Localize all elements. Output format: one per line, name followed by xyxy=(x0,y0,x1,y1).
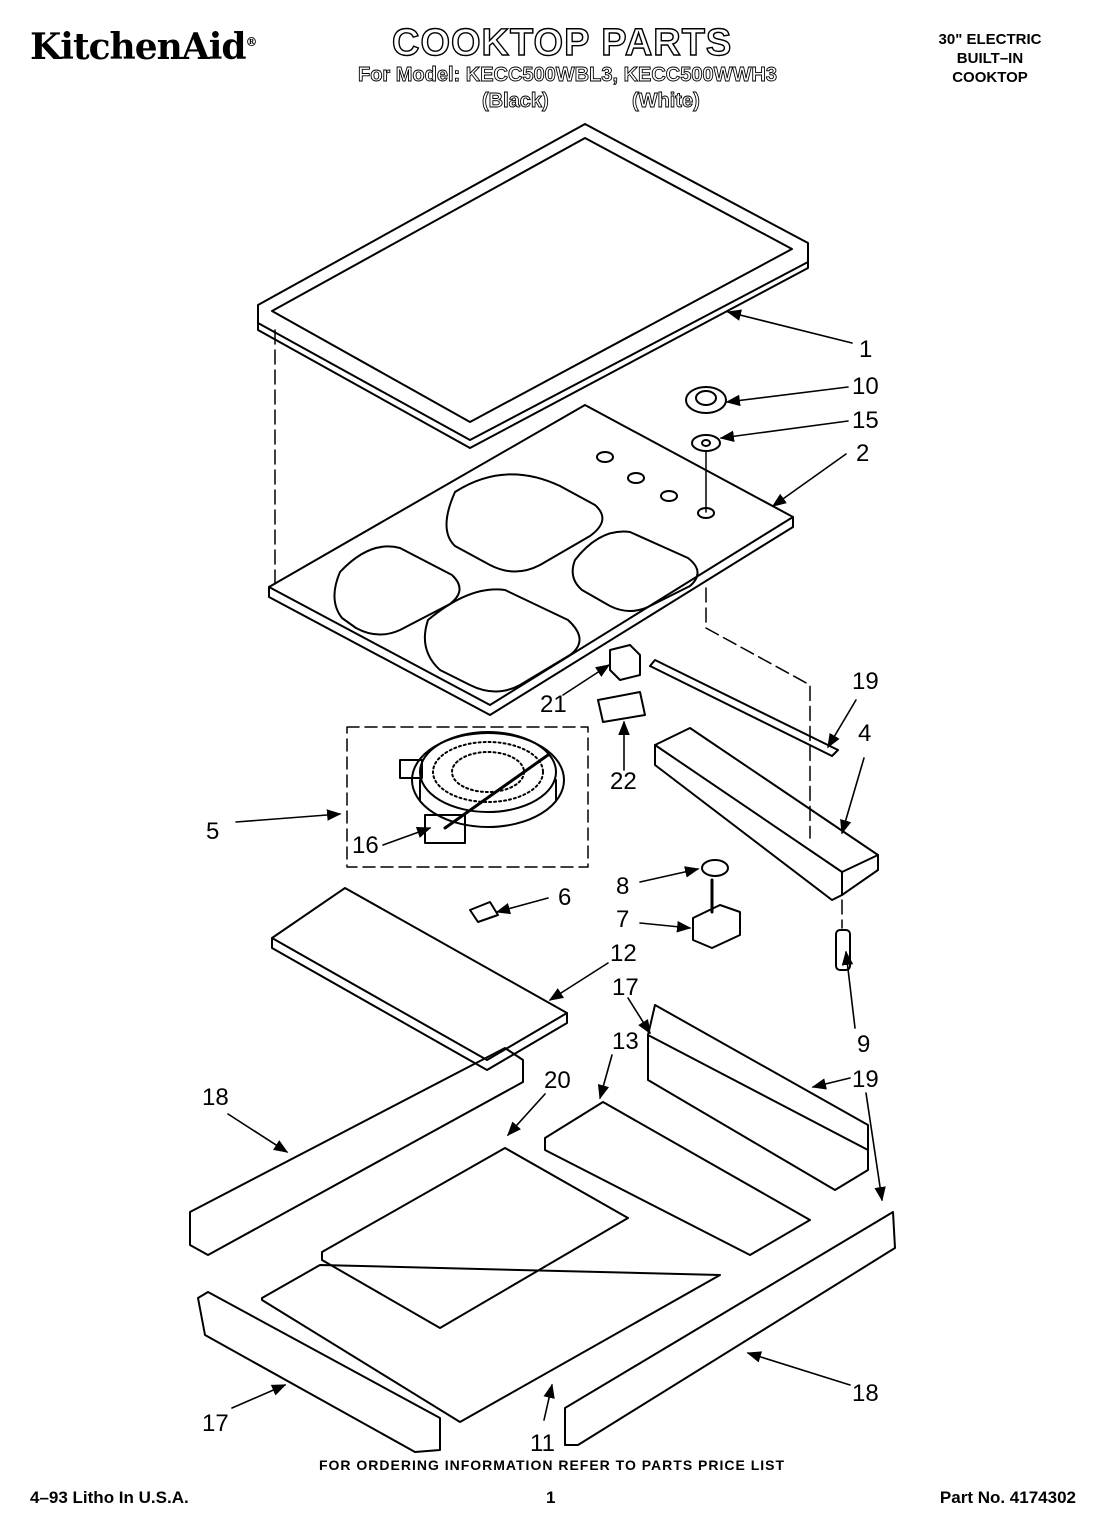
callout-11: 11 xyxy=(530,1430,555,1457)
callout-18-right: 18 xyxy=(852,1380,879,1407)
callout-10: 10 xyxy=(852,373,879,400)
frame-part xyxy=(257,123,809,449)
callout-18-left: 18 xyxy=(202,1084,229,1111)
product-description: 30" ELECTRIC BUILT–IN COOKTOP xyxy=(920,30,1060,87)
callout-13: 13 xyxy=(612,1028,639,1055)
variant-black: (Black) xyxy=(482,90,550,113)
page-number: 1 xyxy=(546,1488,556,1507)
callout-17-lower: 17 xyxy=(202,1410,229,1437)
callout-5: 5 xyxy=(206,818,220,845)
control-bracket-part xyxy=(654,727,879,901)
callout-8: 8 xyxy=(616,873,630,900)
callout-17-upper: 17 xyxy=(612,974,639,1001)
brand-name: KitchenAid xyxy=(30,26,247,68)
product-line-1: 30" ELECTRIC xyxy=(938,31,1042,48)
registered-mark: ® xyxy=(245,35,258,49)
shaft-part xyxy=(835,929,851,971)
callout-9: 9 xyxy=(857,1031,871,1058)
glass-top-part xyxy=(268,404,794,716)
strip-part-upper xyxy=(649,659,839,757)
front-rail-part xyxy=(197,1291,441,1453)
callout-2: 2 xyxy=(856,440,870,467)
callout-21: 21 xyxy=(540,691,567,718)
callout-12: 12 xyxy=(610,940,637,967)
callout-19-upper: 19 xyxy=(852,668,879,695)
callout-4: 4 xyxy=(858,720,872,747)
back-rail-part xyxy=(647,1004,869,1191)
litho-note: 4–93 Litho In U.S.A. xyxy=(30,1488,189,1507)
callout-16: 16 xyxy=(352,832,379,859)
product-line-2: BUILT–IN xyxy=(956,50,1024,67)
base-pan-part xyxy=(261,1264,721,1423)
brand-logo: KitchenAid® xyxy=(30,26,258,68)
model-line: For Model: KECC500WBL3, KECC500WWH3 xyxy=(358,64,778,87)
washer-part xyxy=(701,859,729,877)
ordering-note: FOR ORDERING INFORMATION REFER TO PARTS … xyxy=(318,1457,786,1473)
product-line-3: COOKTOP xyxy=(952,69,1028,86)
part-number: Part No. 4174302 xyxy=(939,1488,1076,1507)
callout-7: 7 xyxy=(616,906,630,933)
knob-part xyxy=(685,386,727,513)
mid-panel-part xyxy=(544,1101,811,1256)
side-rail-left xyxy=(189,1047,524,1256)
callout-15: 15 xyxy=(852,407,879,434)
callout-22: 22 xyxy=(610,768,637,795)
upper-panel-part xyxy=(271,887,568,1071)
element-assembly xyxy=(346,726,589,868)
callout-6: 6 xyxy=(558,884,572,911)
variant-white: (White) xyxy=(632,90,701,113)
side-rail-right xyxy=(564,1211,896,1446)
insulation-part xyxy=(321,1147,629,1329)
clip-part xyxy=(597,644,646,723)
callout-20: 20 xyxy=(544,1067,571,1094)
switch-part xyxy=(692,878,741,949)
page-title: COOKTOP PARTS xyxy=(391,21,733,64)
callout-1: 1 xyxy=(859,336,873,363)
small-clip-part xyxy=(469,901,499,923)
callout-19-lower: 19 xyxy=(852,1066,879,1093)
